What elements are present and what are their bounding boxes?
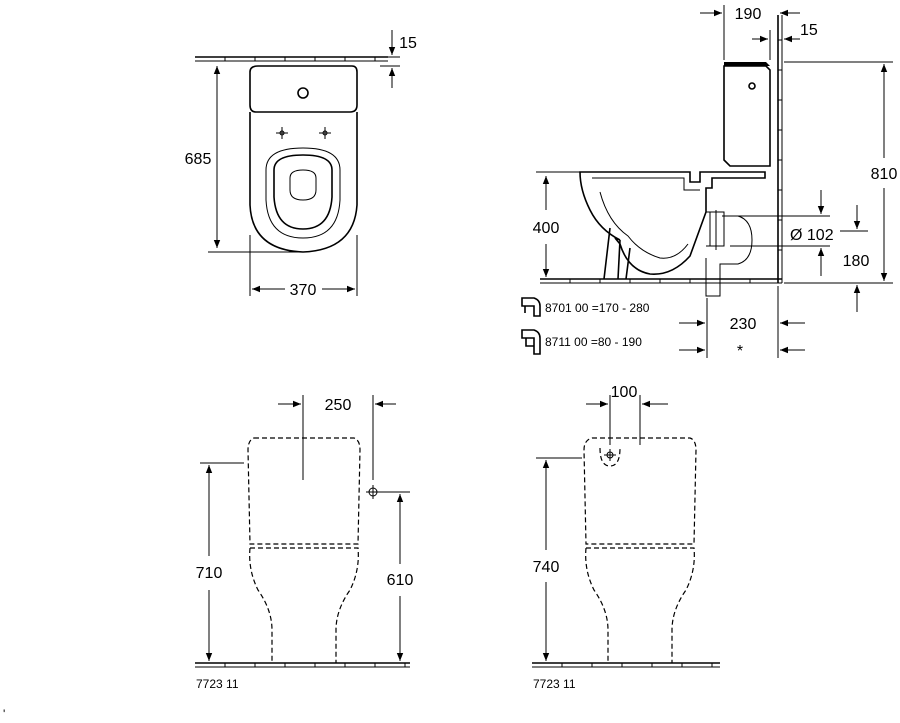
rear-bowl-dashed bbox=[585, 547, 695, 663]
top-width-label: 370 bbox=[290, 282, 317, 299]
accessory-2-text: 8711 00 =80 - 190 bbox=[545, 335, 642, 349]
rear-inlet-spacing-label: 100 bbox=[611, 384, 638, 401]
rear-inlet-icon bbox=[599, 447, 621, 467]
top-fixing-right-icon bbox=[319, 127, 331, 139]
top-depth-label: 685 bbox=[185, 151, 212, 168]
side-bowl bbox=[579, 171, 766, 275]
side-pedestal bbox=[603, 227, 631, 280]
side-asterisk: * bbox=[737, 343, 743, 360]
front-bowl-dashed bbox=[249, 547, 359, 663]
rear-cistern-dashed bbox=[583, 437, 697, 545]
top-bowl-outline bbox=[249, 112, 358, 253]
front-model-label: 7723 11 bbox=[196, 677, 239, 691]
side-outlet-height-label: 180 bbox=[843, 253, 870, 270]
rear-model-label: 7723 11 bbox=[533, 677, 576, 691]
side-floor-hatch bbox=[540, 278, 782, 284]
rear-height-label: 740 bbox=[533, 559, 560, 576]
accessory-row-1: 8701 00 =170 - 280 bbox=[521, 297, 650, 317]
front-fixing-height-label: 610 bbox=[387, 572, 414, 589]
top-opening bbox=[289, 169, 317, 201]
top-fixing-left-icon bbox=[276, 127, 288, 139]
side-outlet-diameter-label: Ø 102 bbox=[790, 227, 834, 244]
front-cistern-dashed bbox=[247, 437, 361, 545]
top-wall-offset-label: 15 bbox=[399, 35, 417, 52]
top-seat-outline bbox=[265, 147, 341, 239]
side-wall-gap-label: 15 bbox=[800, 22, 818, 39]
front-floor-hatch bbox=[195, 662, 410, 668]
flush-button-icon bbox=[297, 87, 309, 99]
accessory-1-text: 8701 00 =170 - 280 bbox=[545, 301, 650, 315]
side-outlet-setback-label: 230 bbox=[730, 316, 757, 333]
side-seat-height-label: 400 bbox=[533, 220, 560, 237]
front-fixing-icon bbox=[366, 485, 380, 499]
side-cistern-depth-label: 190 bbox=[735, 6, 762, 23]
rear-floor-hatch bbox=[532, 662, 720, 668]
top-cistern-outline bbox=[249, 65, 358, 113]
side-cistern bbox=[723, 65, 771, 167]
side-outlet-pipe bbox=[706, 211, 725, 247]
side-wall-hatch bbox=[777, 15, 783, 283]
top-seat-inner bbox=[273, 154, 333, 230]
side-total-height-label: 810 bbox=[871, 166, 898, 183]
top-view: 685 370 15 bbox=[185, 30, 417, 299]
offset-connector-icon bbox=[521, 329, 541, 355]
bend-connector-icon bbox=[521, 297, 541, 317]
front-fixing-spacing-label: 250 bbox=[325, 397, 352, 414]
top-wall-hatch bbox=[195, 56, 388, 62]
footnote-mark: ' bbox=[3, 707, 5, 721]
front-height-label: 710 bbox=[196, 565, 223, 582]
front-view: 250 710 610 7723 11 bbox=[195, 395, 413, 691]
side-view: 400 190 15 810 Ø 102 180 230 bbox=[521, 5, 898, 360]
accessory-row-2: 8711 00 =80 - 190 bbox=[521, 329, 642, 355]
rear-view: 100 740 7723 11 bbox=[532, 384, 720, 691]
